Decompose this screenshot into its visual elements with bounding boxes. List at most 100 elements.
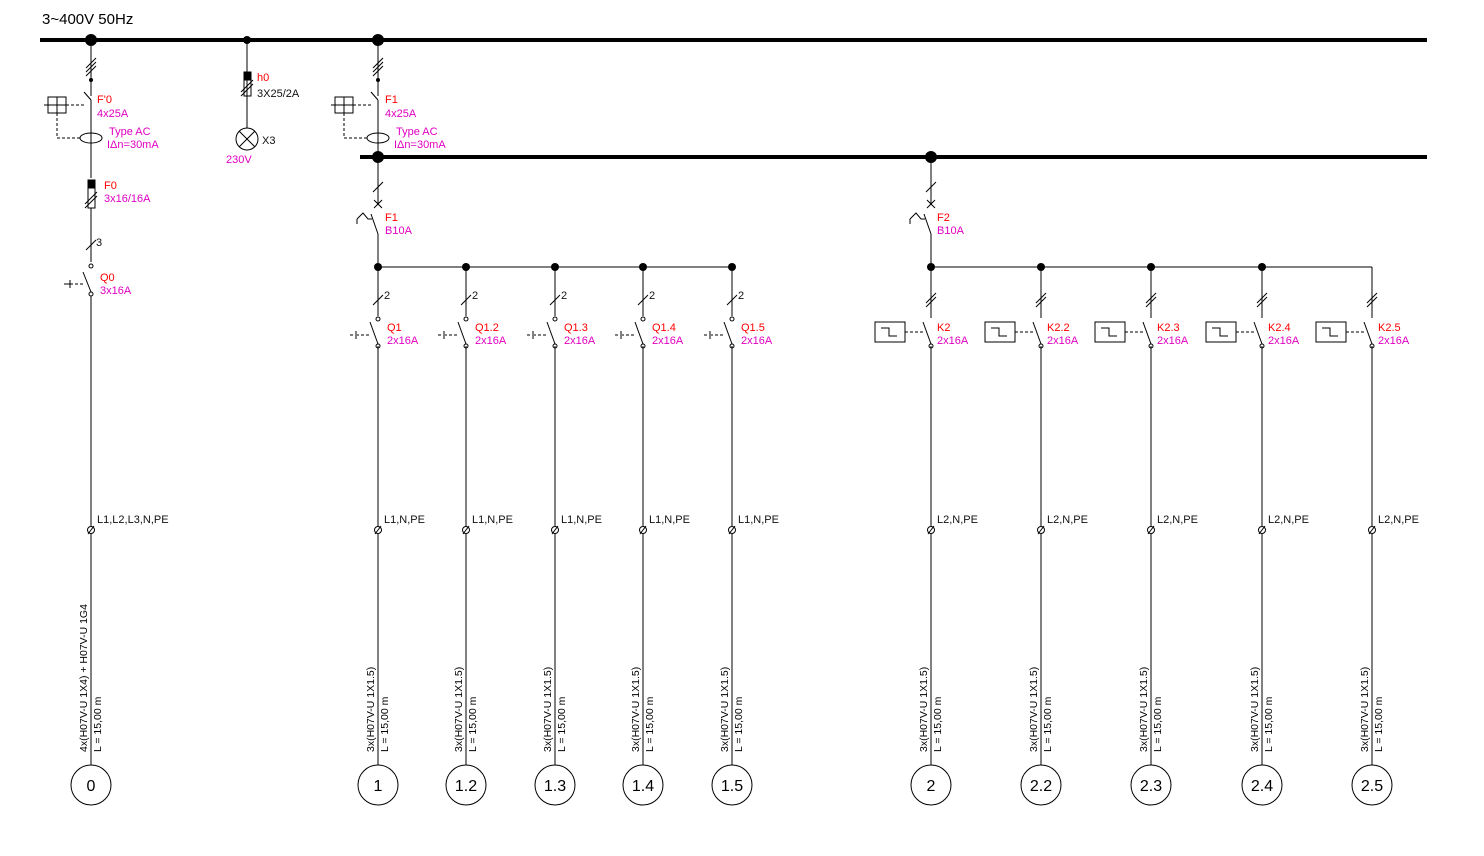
branch-cable-length: L = 15,00 m [1373, 696, 1385, 752]
group1-mcb-rating: B10A [385, 225, 413, 237]
branch-cable-spec: 3x(H07V-U 1X1.5) [918, 667, 930, 752]
feed-rcd-id: F'0 [97, 94, 112, 106]
feed-terminal: 0 [87, 778, 96, 795]
group2-mcb-rating: B10A [937, 225, 965, 237]
branch-phases: L1,N,PE [649, 514, 690, 526]
group2-mcb-id: F2 [937, 212, 950, 224]
terminal-circle [910, 764, 952, 806]
feed-switch-rating: 3x16A [100, 285, 132, 297]
feed-rcd-rating: 4x25A [97, 108, 129, 120]
branch-terminal: 1.3 [544, 778, 566, 795]
branch-cable-spec: 3x(H07V-U 1X1.5) [1359, 667, 1371, 752]
lamp-fuse-rating: 3X25/2A [257, 88, 300, 100]
terminal-circle [1130, 764, 1172, 806]
terminal-circle [357, 764, 399, 806]
branch-phases: L1,N,PE [472, 514, 513, 526]
branch-breaker-rating: 2x16A [564, 335, 596, 347]
supply-title: 3~400V 50Hz [42, 11, 133, 28]
group2-mcb [909, 157, 937, 267]
branch-cable-spec: 3x(H07V-U 1X1.5) [1249, 667, 1261, 752]
branch-terminal: 2.2 [1030, 778, 1052, 795]
terminal-circle [711, 764, 753, 806]
branch-phases: L1,N,PE [384, 514, 425, 526]
branch-cable-spec: 3x(H07V-U 1X1.5) [542, 667, 554, 752]
branch-cable-spec: 3x(H07V-U 1X1.5) [365, 667, 377, 752]
branch-breaker-id: Q1.3 [564, 322, 588, 334]
branch-cable-length: L = 15,00 m [467, 696, 479, 752]
terminal-circle [1351, 764, 1393, 806]
branch-cable-length: L = 15,00 m [1152, 696, 1164, 752]
branch-phases: L1,N,PE [738, 514, 779, 526]
branch-cable-spec: 3x(H07V-U 1X1.5) [719, 667, 731, 752]
group1-rcd-rating: 4x25A [385, 108, 417, 120]
feed-fuse-id: F0 [104, 180, 117, 192]
lamp-voltage: 230V [226, 154, 252, 166]
branch-contactor-rating: 2x16A [1047, 335, 1079, 347]
branch-breaker-id: Q1.5 [741, 322, 765, 334]
branch-cable-length: L = 15,00 m [733, 696, 745, 752]
terminal-circle [1241, 764, 1283, 806]
branch-cable-length: L = 15,00 m [1263, 696, 1275, 752]
branch-terminal: 2.3 [1140, 778, 1162, 795]
branch-contactor-id: K2.3 [1157, 322, 1180, 334]
branch-contactor-id: K2.4 [1268, 322, 1291, 334]
branch-breaker-id: Q1.2 [475, 322, 499, 334]
feed-rcd-type: Type AC [109, 126, 151, 138]
terminal-circle [70, 764, 112, 806]
branch-poles: 2 [561, 290, 567, 302]
branch-terminal: 2 [927, 778, 936, 795]
branch-breaker-id: Q1 [387, 322, 402, 334]
branch-breaker-rating: 2x16A [741, 335, 773, 347]
feed-fuse-rating: 3x16/16A [104, 193, 151, 205]
feed-column [44, 40, 103, 765]
branch-phases: L2,N,PE [937, 514, 978, 526]
branch-contactor-rating: 2x16A [937, 335, 969, 347]
branch-terminal: 1.5 [721, 778, 743, 795]
terminal-circle [534, 764, 576, 806]
branch-poles: 2 [738, 290, 744, 302]
branch-contactor-rating: 2x16A [1378, 335, 1410, 347]
branch-cable-spec: 3x(H07V-U 1X1.5) [1028, 667, 1040, 752]
branch-cable-length: L = 15,00 m [1042, 696, 1054, 752]
branch-cable-spec: 3x(H07V-U 1X1.5) [1138, 667, 1150, 752]
feed-phases: L1,L2,L3,N,PE [97, 514, 169, 526]
branch-contactor-rating: 2x16A [1157, 335, 1189, 347]
branch-phases: L2,N,PE [1047, 514, 1088, 526]
branch-contactor-id: K2.2 [1047, 322, 1070, 334]
branch-cable-spec: 3x(H07V-U 1X1.5) [630, 667, 642, 752]
branch-poles: 2 [384, 290, 390, 302]
terminal-circle [1020, 764, 1062, 806]
group1-rcd-sensitivity: IΔn=30mA [394, 139, 446, 151]
branch-cable-length: L = 15,00 m [644, 696, 656, 752]
branch-breaker-rating: 2x16A [387, 335, 419, 347]
branch-cable-spec: 3x(H07V-U 1X1.5) [453, 667, 465, 752]
lamp-label: X3 [262, 135, 275, 147]
branch-cable-length: L = 15,00 m [932, 696, 944, 752]
branch-terminal: 1.2 [455, 778, 477, 795]
branch-phases: L2,N,PE [1157, 514, 1198, 526]
feed-rcd-sensitivity: IΔn=30mA [107, 139, 159, 151]
branch-cable-length: L = 15,00 m [379, 696, 391, 752]
branch-cable-length: L = 15,00 m [556, 696, 568, 752]
branch-breaker-id: Q1.4 [652, 322, 676, 334]
feed-switch-id: Q0 [100, 272, 115, 284]
group1-rcd [331, 40, 390, 157]
branch-terminal: 2.4 [1251, 778, 1273, 795]
branch-contactor-id: K2.5 [1378, 322, 1401, 334]
terminal-circle [622, 764, 664, 806]
branch-phases: L2,N,PE [1268, 514, 1309, 526]
branch-breaker-rating: 2x16A [652, 335, 684, 347]
feed-cable-spec: 4x(H07V-U 1X4) + H07V-U 1G4 [78, 604, 90, 752]
feed-cable-length: L = 15,00 m [92, 696, 104, 752]
group1-mcb-id: F1 [385, 212, 398, 224]
